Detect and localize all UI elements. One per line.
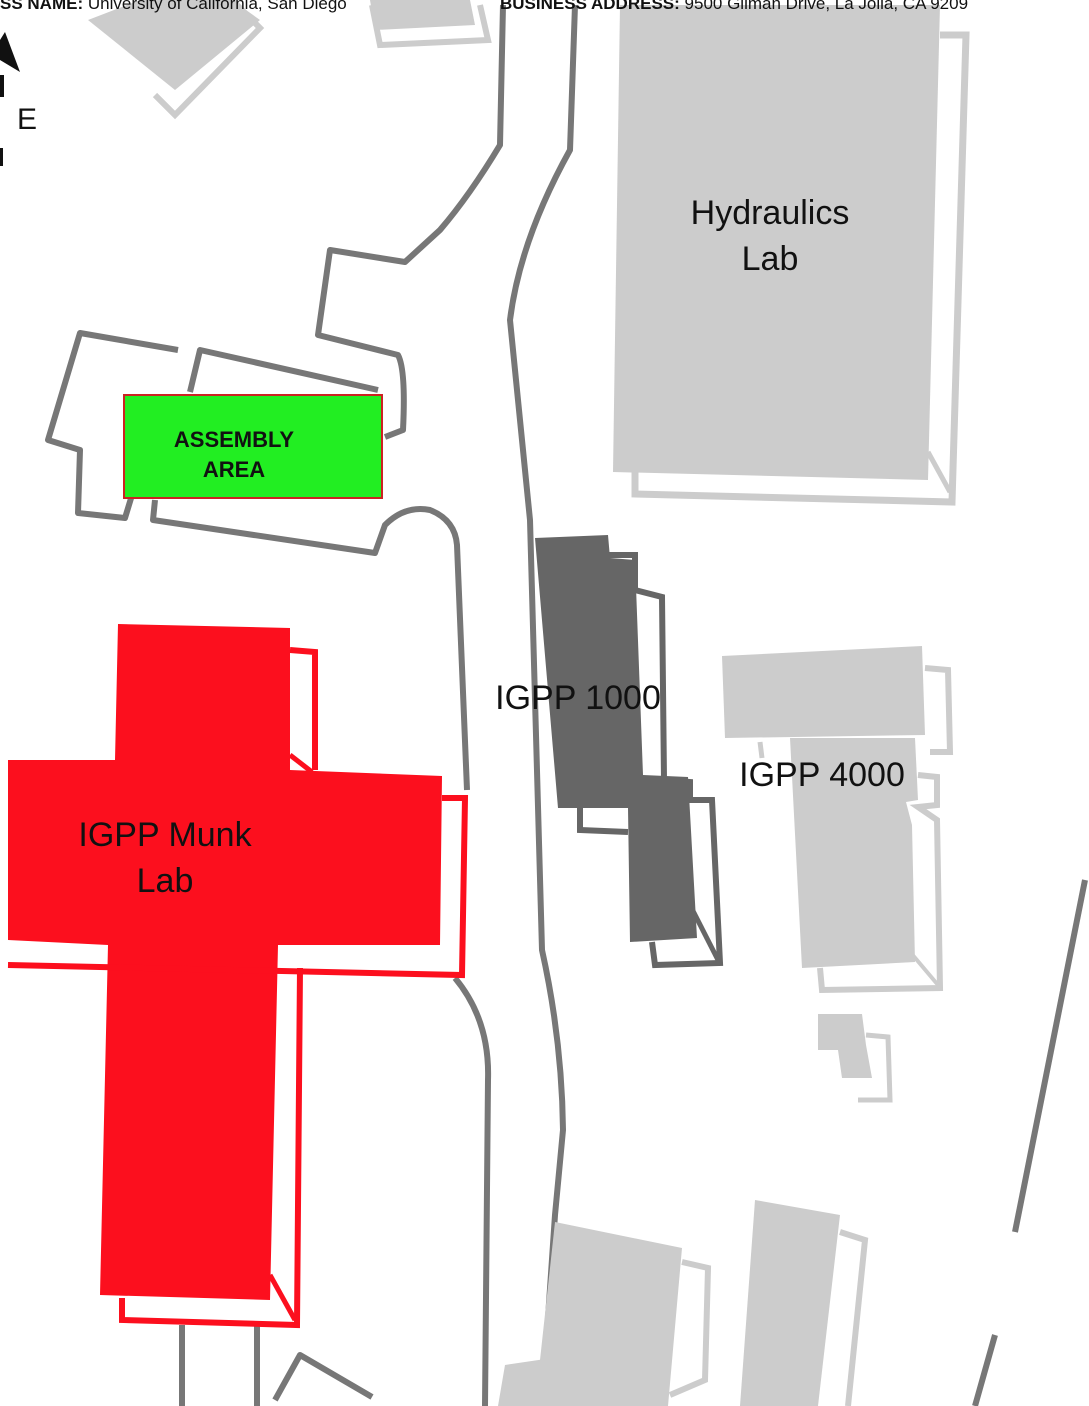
assembly-area-label-line2: AREA xyxy=(202,457,266,482)
igpp-munk-lab-label-line2: Lab xyxy=(136,862,194,900)
main-road-east-edge xyxy=(507,4,578,1406)
business-name-value: University of California, San Diego xyxy=(87,0,347,13)
compass-east-label: E xyxy=(17,103,38,136)
building-igpp-1000 xyxy=(535,535,724,969)
business-address-value: 9500 Gilman Drive, La Jolla, CA 9209 xyxy=(684,0,969,13)
main-road-west-edge xyxy=(315,4,506,440)
building-igpp-munk-lab xyxy=(7,624,469,1329)
igpp-1000-label: IGPP 1000 xyxy=(495,679,661,717)
road-south-spur-3 xyxy=(272,1352,374,1402)
igpp-munk-lab-label: IGPP Munk Lab xyxy=(40,812,290,904)
north-arrow-icon xyxy=(0,32,20,166)
road-south-curve xyxy=(452,976,492,1406)
building-igpp-4000 xyxy=(722,646,954,994)
business-address-line: BUSINESS ADDRESS: 9500 Gilman Drive, La … xyxy=(500,0,968,14)
assembly-area-label-line1: ASSEMBLY xyxy=(173,427,295,452)
assembly-area-rect xyxy=(123,394,383,499)
road-outlines xyxy=(45,4,1088,1406)
business-address-label: BUSINESS ADDRESS: xyxy=(500,0,680,13)
hydraulics-lab-label-line1: Hydraulics xyxy=(690,194,850,232)
business-name-line: SS NAME: University of California, San D… xyxy=(0,0,347,14)
business-name-label: SS NAME: xyxy=(0,0,84,13)
hydraulics-lab-label-line2: Lab xyxy=(741,240,799,278)
igpp-4000-label: IGPP 4000 xyxy=(739,756,905,794)
building-top-left xyxy=(88,0,492,120)
building-bottom-cluster xyxy=(498,1200,869,1406)
building-small-east xyxy=(818,1014,893,1103)
hydraulics-lab-label: Hydraulics Lab xyxy=(640,190,900,282)
lot-outline-west xyxy=(45,330,179,521)
building-hydraulics-lab xyxy=(613,5,970,506)
lot-outline-center xyxy=(187,347,379,393)
road-east-diagonal-lower xyxy=(972,1334,998,1406)
road-east-diagonal xyxy=(1012,879,1088,1233)
assembly-area-label: ASSEMBLY AREA xyxy=(124,425,344,485)
igpp-munk-lab-label-line1: IGPP Munk xyxy=(78,816,252,854)
lot-outline-south xyxy=(150,499,470,791)
